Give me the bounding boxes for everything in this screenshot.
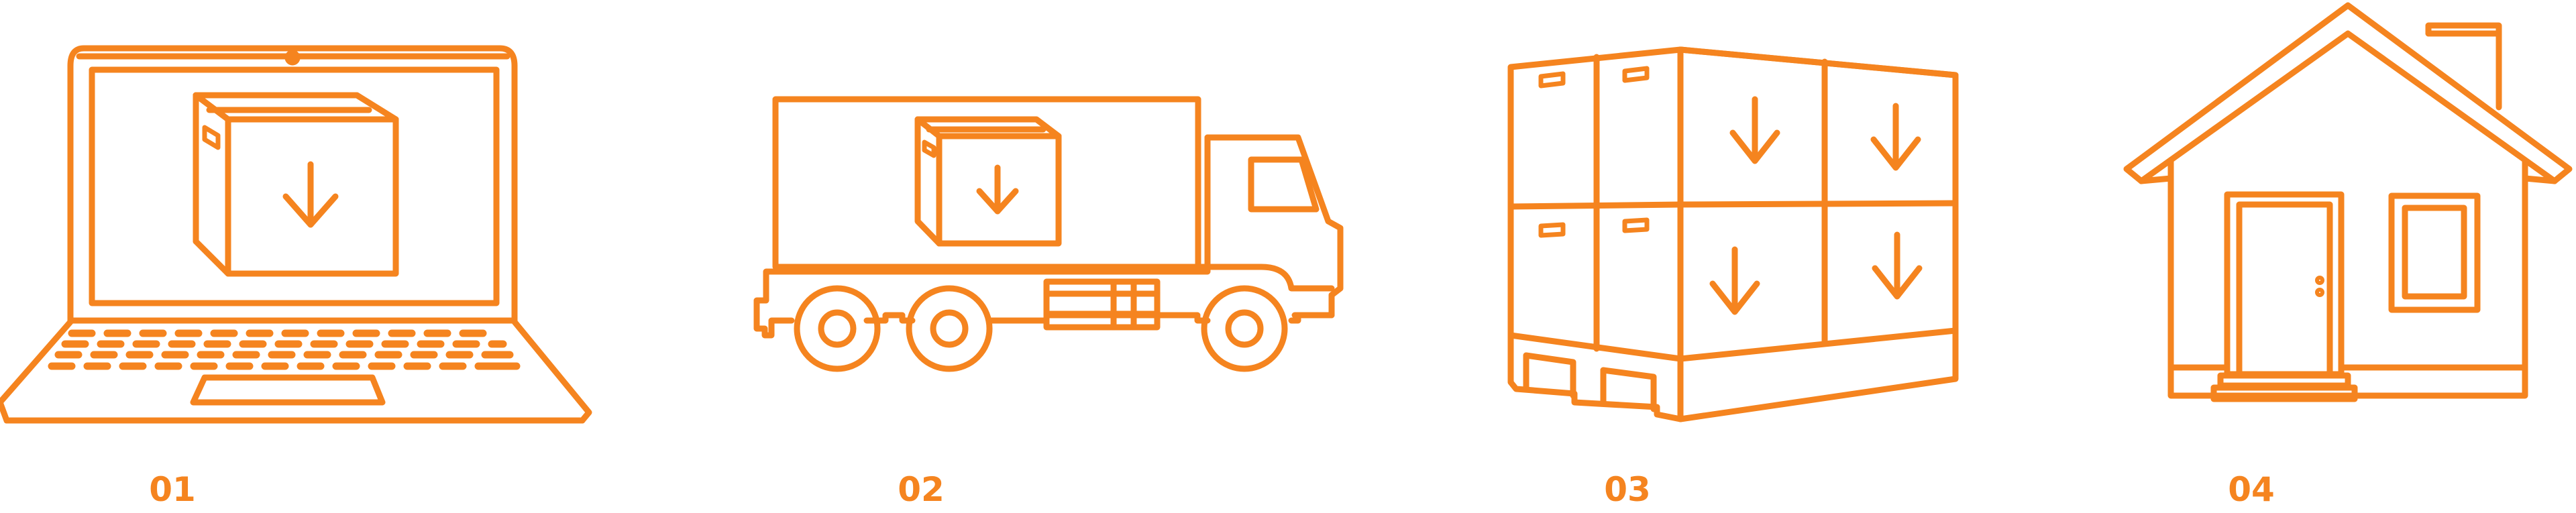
house-icon [2123, 2, 2573, 402]
step-number-04: 04 [2228, 470, 2275, 509]
step-number-01: 01 [149, 470, 196, 509]
delivery-truck-icon [753, 96, 1344, 372]
step-number-02: 02 [898, 470, 945, 509]
step-number-03: 03 [1604, 470, 1651, 509]
laptop-download-icon [0, 45, 592, 424]
stacked-boxes-icon [1507, 46, 1959, 422]
